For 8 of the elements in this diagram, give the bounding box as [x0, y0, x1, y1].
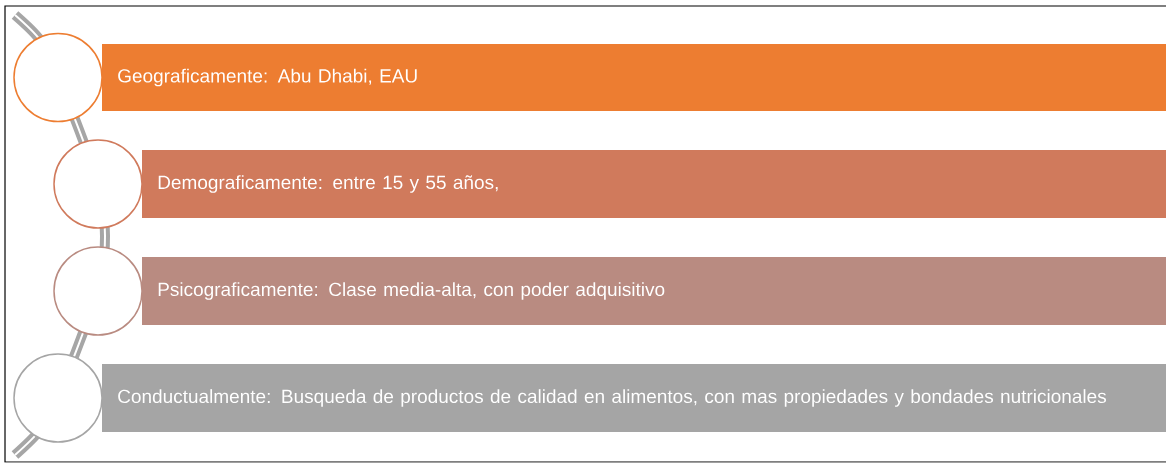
circle-marker	[53, 139, 143, 229]
circle-marker	[13, 32, 103, 123]
band: Geograficamente: Abu Dhabi, EAU	[102, 44, 1166, 111]
circle-marker	[53, 246, 143, 336]
band: Psicograficamente: Clase media-alta, con poder adquisitivo	[142, 257, 1166, 325]
band: Demograficamente: entre 15 y 55 años,	[142, 150, 1166, 218]
circle-marker	[13, 353, 103, 443]
band: Conductualmente: Busqueda de productos de calidad en alimentos, con mas propiedades y bondades nutricionales	[102, 364, 1166, 432]
